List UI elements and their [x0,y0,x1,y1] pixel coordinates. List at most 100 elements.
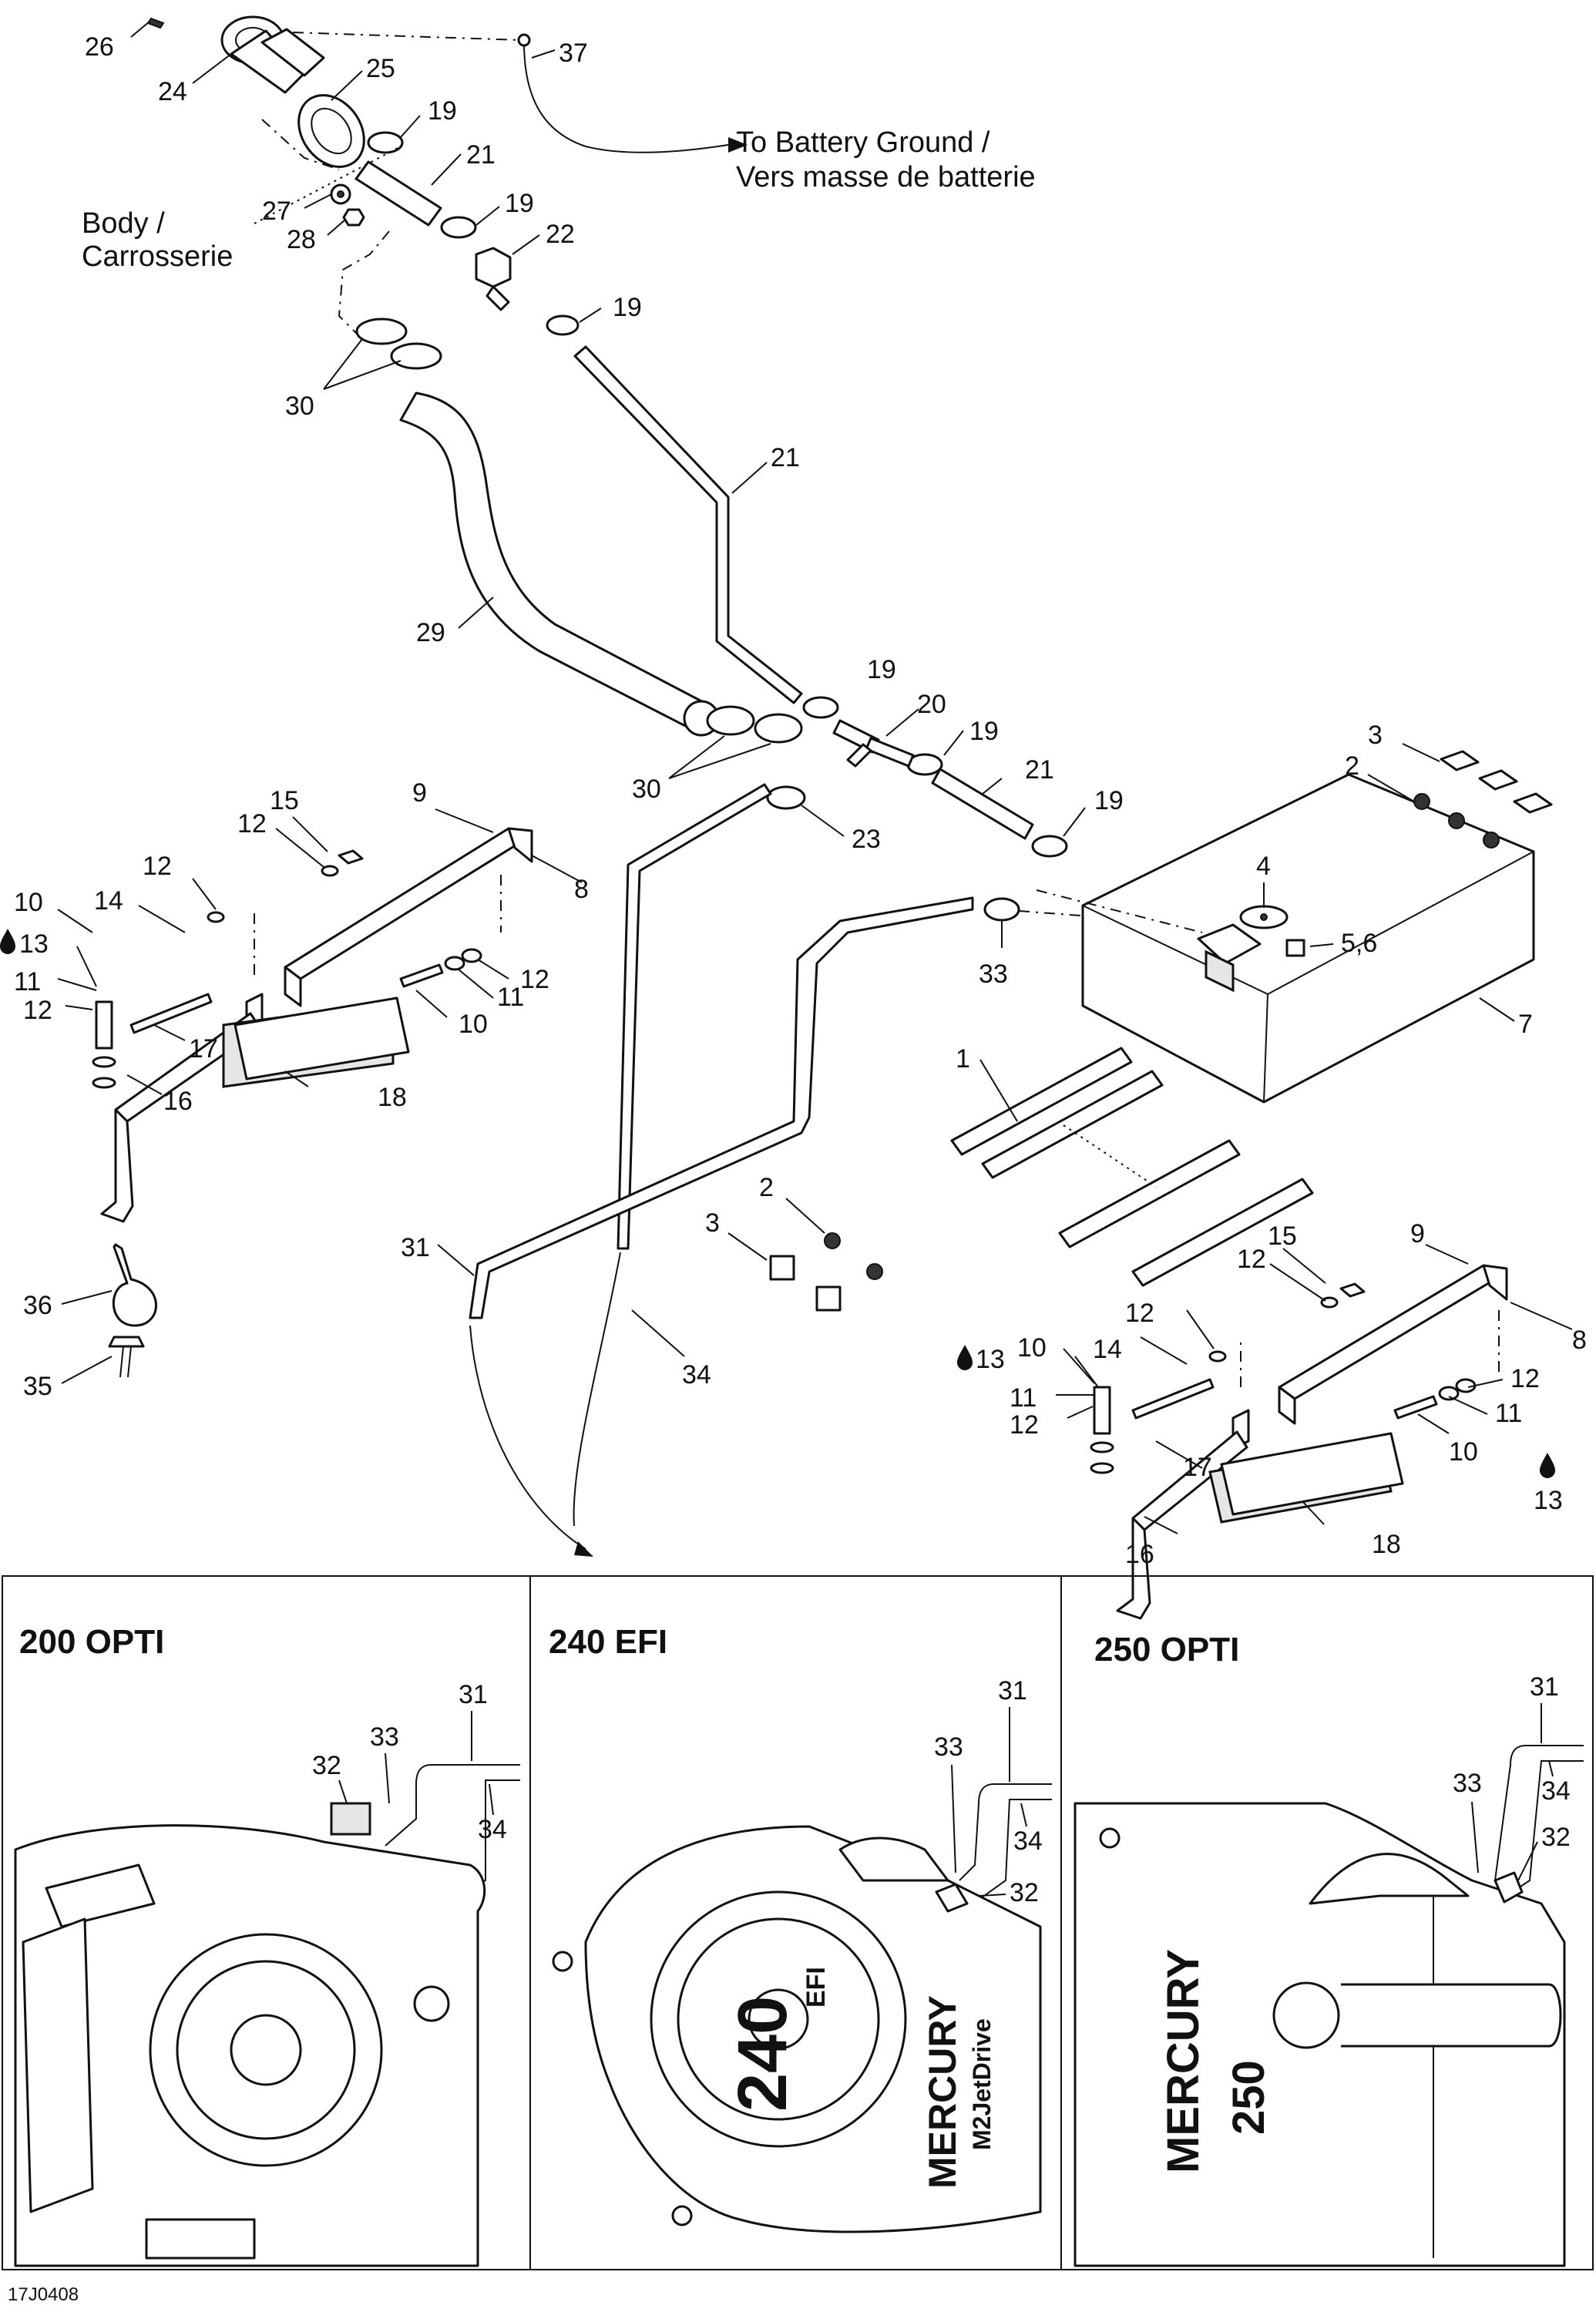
callout-21: 21 [466,140,496,170]
callout-24: 24 [158,77,187,106]
callout-16: 16 [163,1087,193,1116]
callout-33: 33 [370,1722,399,1752]
callout-31: 31 [459,1680,488,1709]
panel-250-opti: 250 OPTI MERCURY 250 31 33 34 32 [1074,1631,1584,2267]
vent-hose [573,345,803,704]
tank-fastener [1413,750,1553,849]
callout-31: 31 [1530,1672,1559,1702]
callout-30: 30 [632,775,661,804]
model-panels: 200 OPTI 31 33 32 34 240 EFI [2,1575,1594,2270]
callout-21: 21 [1025,755,1054,785]
callout-14: 14 [1093,1335,1122,1364]
engine-badge: 250 [1224,2060,1274,2135]
engine-badge-sup: EFI [801,1967,831,2008]
callout-3: 3 [1368,721,1383,750]
callout-8: 8 [1572,1326,1587,1355]
filler-neck-assembly [146,15,365,168]
oil-drop-icon [0,929,15,954]
callout-9: 9 [412,778,427,808]
callout-14: 14 [94,886,123,916]
callout-19: 19 [505,189,534,218]
callout-5-6: 5,6 [1341,929,1377,958]
foam-pad [950,1047,1314,1287]
panel-title: 200 OPTI [19,1623,164,1661]
callout-26: 26 [85,32,114,62]
callout-33: 33 [934,1732,963,1762]
oil-drop-icon [1540,1453,1555,1478]
callout-13: 13 [19,929,49,959]
oil-drop-icon [957,1345,973,1370]
callout-20: 20 [917,690,946,719]
ground-wire [523,42,729,153]
callout-10: 10 [459,1010,488,1039]
callout-9: 9 [1410,1219,1425,1248]
callout-32: 32 [312,1751,341,1780]
fuel-hose-34 [617,783,772,1250]
callout-31: 31 [998,1676,1027,1705]
callout-19: 19 [428,96,457,126]
callout-32: 32 [1541,1823,1571,1852]
callout-22: 22 [546,220,575,249]
callout-labels: 26 24 25 19 37 21 27 28 19 22 19 30 21 2… [0,32,1587,1569]
callout-29: 29 [416,618,445,647]
callout-10: 10 [14,888,43,917]
callout-25: 25 [366,54,395,83]
callout-36: 36 [23,1291,52,1320]
hose-clamp [367,131,1068,858]
callout-10: 10 [1017,1333,1047,1363]
brand-logo: MERCURY [921,1995,964,2189]
callout-3: 3 [705,1208,720,1238]
callout-16: 16 [1125,1540,1154,1569]
callout-18: 18 [378,1083,407,1112]
callout-35: 35 [23,1372,52,1401]
body-note-fr: Carrosserie [82,240,233,273]
callout-33: 33 [979,959,1008,989]
callout-15: 15 [1268,1222,1297,1251]
callout-12: 12 [520,965,549,994]
callout-4: 4 [1256,852,1271,881]
callout-12: 12 [1510,1364,1540,1393]
notes: To Battery Ground / Vers masse de batter… [82,126,1036,273]
callout-33: 33 [1453,1769,1482,1798]
callout-19: 19 [1094,786,1124,815]
callout-28: 28 [287,225,316,254]
body-note: Body / [82,207,165,240]
callout-34: 34 [1013,1826,1043,1856]
right-bracket-assembly [1090,1264,1508,1620]
brand-subtitle: M2JetDrive [968,2018,996,2150]
bracket-leaders [57,808,1573,1534]
callout-12: 12 [237,809,267,838]
battery-ground-note-fr: Vers masse de batterie [736,161,1036,193]
callout-37: 37 [559,39,588,68]
callout-12: 12 [1125,1299,1154,1328]
callout-31: 31 [401,1233,430,1262]
callout-12: 12 [1010,1410,1039,1440]
callout-7: 7 [1518,1010,1533,1039]
fuel-hose-31 [469,896,974,1319]
callout-2: 2 [759,1173,774,1202]
callout-19: 19 [969,717,999,746]
panel-title: 240 EFI [549,1623,667,1661]
callout-13: 13 [976,1345,1005,1374]
callout-34: 34 [682,1360,711,1390]
panel-title: 250 OPTI [1094,1631,1239,1668]
callout-2: 2 [1345,751,1359,781]
callout-1: 1 [956,1044,970,1074]
panel-200-opti: 200 OPTI 31 33 32 34 [14,1623,520,2267]
callout-17: 17 [1183,1453,1212,1482]
panel-240-efi: 240 EFI 240 EFI MERCURY M2JetDrive 31 33… [549,1623,1052,2233]
fuel-tank [1036,773,1535,1104]
left-bracket-assembly [92,827,533,1223]
callout-19: 19 [867,655,896,684]
callout-18: 18 [1372,1530,1401,1559]
engine-badge: 240 [724,1996,801,2112]
callout-11: 11 [1495,1399,1522,1428]
callout-12: 12 [1237,1245,1266,1274]
callout-21: 21 [771,443,800,472]
callout-27: 27 [262,197,291,226]
callout-11: 11 [1010,1383,1037,1413]
brand-logo: MERCURY [1158,1949,1208,2173]
drawing-code: 17J0408 [8,2284,79,2305]
callout-10: 10 [1449,1437,1478,1467]
cable-tie [112,1243,157,1327]
